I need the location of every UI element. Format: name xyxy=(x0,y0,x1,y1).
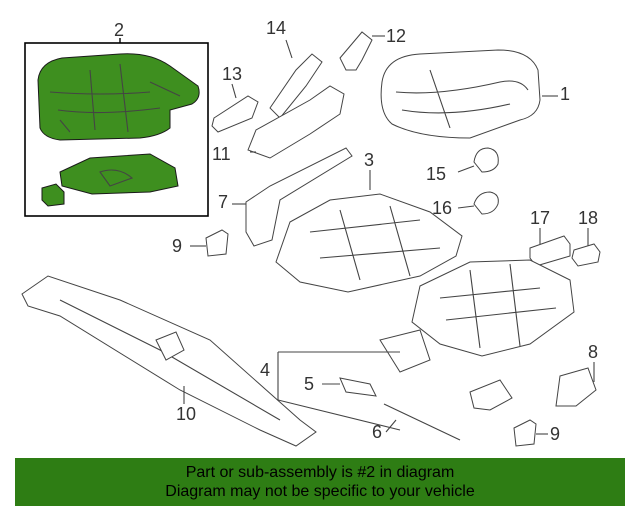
part-17-switch xyxy=(529,228,571,267)
callout-8: 8 xyxy=(588,342,598,362)
part-2-cushion-pad xyxy=(37,53,200,141)
part-15-knob xyxy=(457,147,499,173)
callout-17: 17 xyxy=(530,208,550,228)
callout-16: 16 xyxy=(432,198,452,218)
callout-12: 12 xyxy=(386,26,406,46)
seat-parts-diagram: 1 2 3 4 5 6 7 8 9 9 10 11 12 13 14 15 16… xyxy=(21,18,601,447)
callout-13: 13 xyxy=(222,64,242,84)
callout-4: 4 xyxy=(260,360,270,380)
part-8-bracket xyxy=(555,362,597,407)
part-6-cable xyxy=(383,403,461,441)
part-4-frame xyxy=(379,259,575,411)
part-9-clip-upper xyxy=(190,229,229,257)
part-3-frame xyxy=(275,170,463,293)
callout-14: 14 xyxy=(266,18,286,38)
part-16-cap xyxy=(457,191,499,215)
part-2-highlight-box[interactable] xyxy=(24,38,209,217)
part-1-cushion xyxy=(380,49,558,139)
callout-1: 1 xyxy=(560,84,570,104)
part-5-motor xyxy=(322,377,377,397)
callout-11: 11 xyxy=(212,144,231,164)
part-7-track xyxy=(232,147,353,247)
callout-7: 7 xyxy=(218,192,228,212)
callout-5: 5 xyxy=(304,374,314,394)
part-2-clip xyxy=(41,183,65,207)
callout-10: 10 xyxy=(176,404,196,424)
callout-6: 6 xyxy=(372,422,382,442)
part-11-side-shield xyxy=(247,85,345,159)
callout-15: 15 xyxy=(426,164,446,184)
diagram-notice-banner: Part or sub-assembly is #2 in diagram Di… xyxy=(15,458,625,506)
part-18-knob xyxy=(571,228,601,267)
callout-2: 2 xyxy=(114,20,124,40)
notice-line-1: Part or sub-assembly is #2 in diagram xyxy=(185,464,455,481)
notice-line-2: Diagram may not be specific to your vehi… xyxy=(165,483,475,500)
callout-3: 3 xyxy=(364,150,374,170)
part-9-clip-lower xyxy=(513,419,548,447)
callout-18: 18 xyxy=(578,208,598,228)
part-12-bracket xyxy=(339,31,385,71)
part-2-base-panel xyxy=(59,153,179,195)
part-13-handle xyxy=(211,83,259,133)
callout-9b: 9 xyxy=(550,424,560,444)
callout-9a: 9 xyxy=(172,236,182,256)
part-10-rail xyxy=(21,275,317,447)
